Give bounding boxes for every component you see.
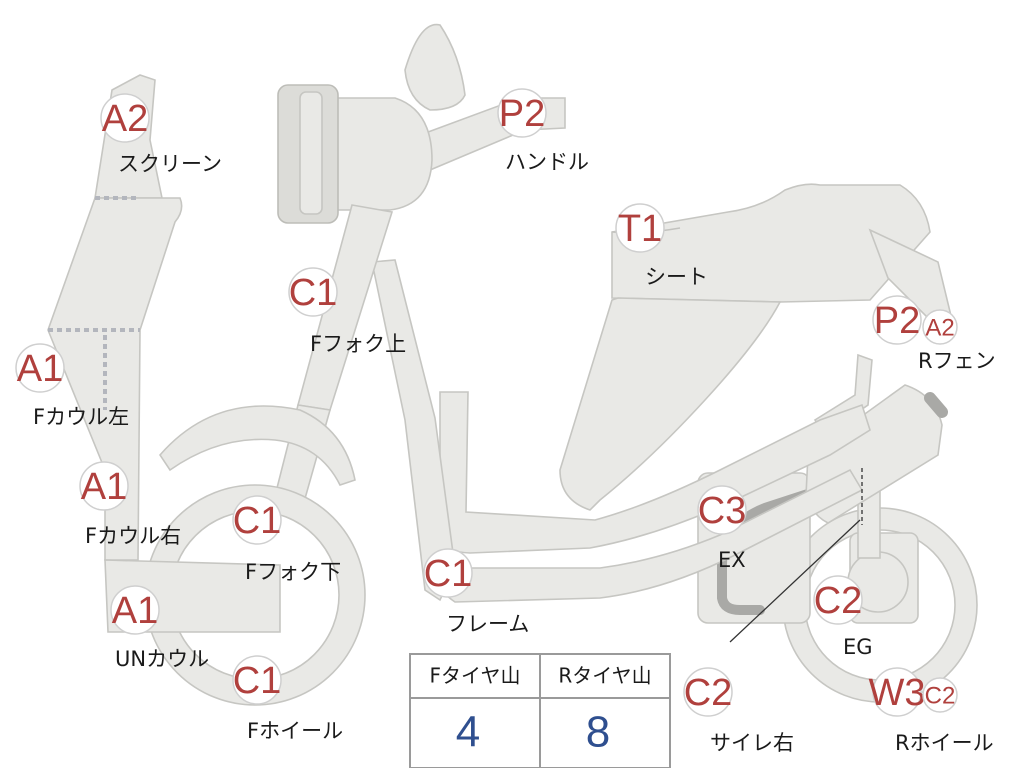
svg-text:C1: C1 — [233, 660, 282, 702]
badge-rear-wheel-secondary: C2 — [922, 677, 958, 713]
svg-text:C1: C1 — [424, 553, 473, 595]
badge-seat: T1 — [615, 203, 665, 253]
table-header-rear-tread: Rタイヤ山 — [558, 664, 651, 688]
label-under-cowl: UNカウル — [115, 647, 209, 671]
table-value-rear-tread: 8 — [586, 708, 610, 757]
label-screen: スクリーン — [118, 152, 222, 176]
table-value-front-tread: 4 — [456, 708, 480, 757]
label-seat: シート — [645, 265, 708, 289]
svg-text:A2: A2 — [102, 98, 148, 140]
svg-text:P2: P2 — [499, 93, 545, 135]
badge-silencer-right: C2 — [683, 667, 733, 717]
svg-text:C1: C1 — [233, 500, 282, 542]
badge-engine: C2 — [813, 575, 863, 625]
badge-front-cowl-left: A1 — [15, 343, 65, 393]
exhaust-pipe — [717, 485, 825, 615]
label-frame: フレーム — [446, 612, 529, 636]
badge-frame: C1 — [423, 548, 473, 598]
svg-text:C2: C2 — [925, 683, 956, 710]
svg-text:C2: C2 — [684, 672, 733, 714]
badge-under-cowl: A1 — [110, 585, 160, 635]
svg-text:C3: C3 — [698, 490, 747, 532]
badge-handlebar: P2 — [497, 88, 547, 138]
label-engine: EG — [843, 635, 873, 659]
table-header-front-tread: Fタイヤ山 — [430, 664, 521, 688]
frame — [371, 259, 871, 603]
label-front-wheel: Fホイール — [247, 719, 343, 743]
front-fender — [158, 405, 356, 486]
tire-tread-table: Fタイヤ山 Rタイヤ山 4 8 — [409, 653, 671, 768]
svg-text:A1: A1 — [17, 348, 63, 390]
body-and-seat — [559, 183, 953, 511]
badge-front-fork-upper: C1 — [288, 267, 338, 317]
svg-text:A1: A1 — [81, 466, 127, 508]
label-front-fork-upper: Fフォク上 — [310, 332, 406, 356]
svg-text:P2: P2 — [874, 300, 920, 342]
svg-text:T1: T1 — [618, 208, 662, 250]
label-front-cowl-left: Fカウル左 — [33, 405, 129, 429]
badge-front-cowl-right: A1 — [79, 461, 129, 511]
svg-text:C2: C2 — [814, 580, 863, 622]
svg-text:A1: A1 — [112, 590, 158, 632]
leader-line-silencer — [729, 519, 861, 643]
badge-rear-fender-secondary: A2 — [922, 309, 958, 345]
badge-screen: A2 — [100, 93, 150, 143]
label-front-cowl-right: Fカウル右 — [85, 524, 181, 548]
label-rear-wheel: Rホイール — [895, 731, 994, 755]
headlight-and-handlebar — [277, 23, 566, 224]
label-front-fork-lower: Fフォク下 — [245, 560, 341, 584]
badge-rear-wheel: W3 — [869, 667, 926, 717]
label-handlebar: ハンドル — [505, 150, 589, 174]
badge-front-wheel: C1 — [232, 655, 282, 705]
svg-text:W3: W3 — [869, 672, 926, 714]
badge-front-fork-lower: C1 — [232, 495, 282, 545]
badge-rear-fender: P2 — [872, 295, 922, 345]
svg-text:C1: C1 — [289, 272, 338, 314]
rear-strut — [813, 353, 873, 437]
label-silencer-right: サイレ右 — [710, 731, 794, 755]
label-rear-fender: Rフェン — [918, 349, 996, 373]
badge-exhaust: C3 — [697, 485, 747, 535]
label-exhaust: EX — [718, 548, 746, 572]
svg-text:A2: A2 — [925, 315, 954, 342]
motorcycle-illustration — [47, 23, 978, 706]
